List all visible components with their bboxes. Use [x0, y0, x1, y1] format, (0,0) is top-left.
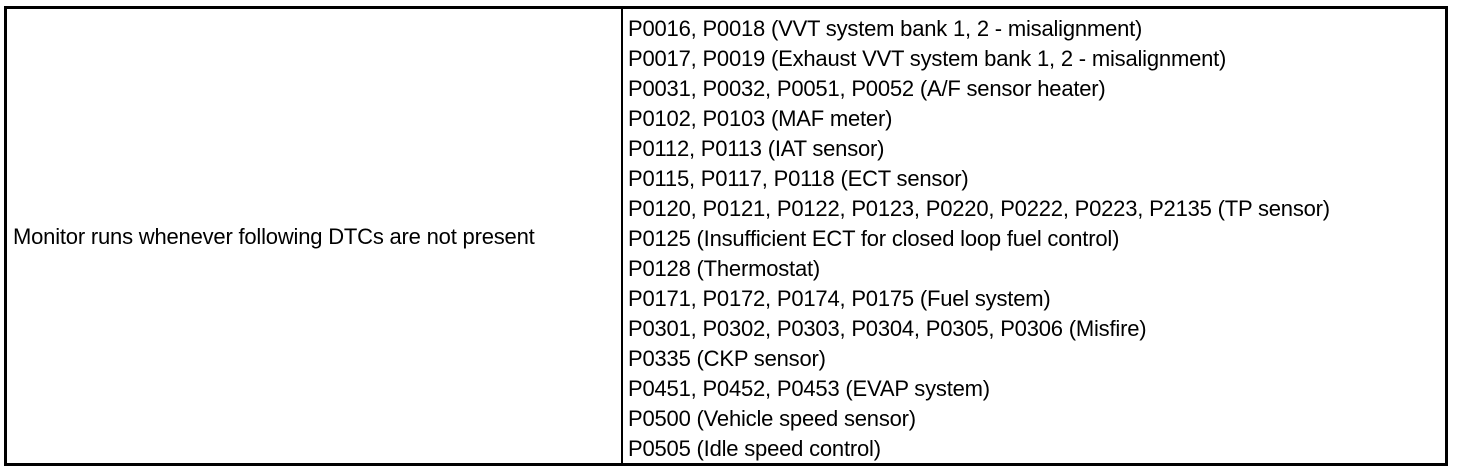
dtc-line: P0120, P0121, P0122, P0123, P0220, P0222… [628, 196, 1330, 221]
dtc-list-cell: P0016, P0018 (VVT system bank 1, 2 - mis… [623, 9, 1445, 463]
dtc-table: Monitor runs whenever following DTCs are… [4, 6, 1448, 466]
dtc-line: P0128 (Thermostat) [628, 256, 821, 281]
dtc-line: P0500 (Vehicle speed sensor) [628, 406, 916, 431]
dtc-line: P0017, P0019 (Exhaust VVT system bank 1,… [628, 46, 1227, 71]
dtc-line: P0505 (Idle speed control) [628, 436, 881, 461]
dtc-line: P0125 (Insufficient ECT for closed loop … [628, 226, 1120, 251]
dtc-line: P0301, P0302, P0303, P0304, P0305, P0306… [628, 316, 1147, 341]
dtc-line: P0171, P0172, P0174, P0175 (Fuel system) [628, 286, 1051, 311]
dtc-line: P0451, P0452, P0453 (EVAP system) [628, 376, 990, 401]
dtc-line: P0112, P0113 (IAT sensor) [628, 136, 885, 161]
dtc-line: P0335 (CKP sensor) [628, 346, 826, 371]
dtc-line: P0115, P0117, P0118 (ECT sensor) [628, 166, 969, 191]
dtc-line: P0031, P0032, P0051, P0052 (A/F sensor h… [628, 76, 1106, 101]
condition-label: Monitor runs whenever following DTCs are… [13, 224, 535, 249]
dtc-line: P0102, P0103 (MAF meter) [628, 106, 893, 131]
dtc-line: P0016, P0018 (VVT system bank 1, 2 - mis… [628, 16, 1143, 41]
condition-cell: Monitor runs whenever following DTCs are… [7, 9, 623, 463]
